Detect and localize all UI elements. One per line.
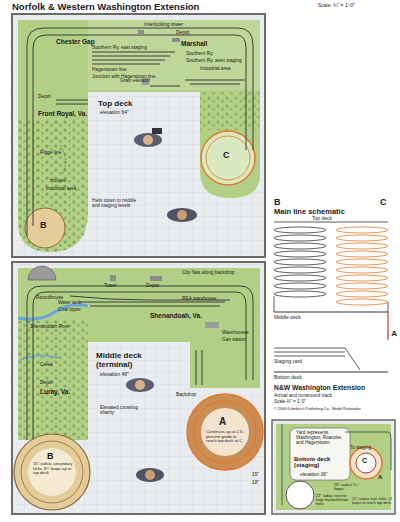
map-label: Depot [176, 30, 189, 35]
callout-letter: A [378, 474, 382, 480]
map-label: Bottom deck [274, 375, 302, 380]
map-label: Marshall [181, 40, 207, 47]
map-label: Water tank [58, 300, 81, 305]
map-label: City flats along backdrop [182, 270, 242, 275]
map-label: Industrial area [46, 186, 76, 191]
map-label: Coal tipple [58, 307, 81, 312]
map-label: Tower [104, 283, 117, 288]
map-label: Warehouses [222, 330, 249, 335]
map-label: elevation 36" [300, 472, 328, 477]
map-label: Front Royal, Va. [38, 110, 87, 117]
map-label: Shenandoah, Va. [150, 312, 202, 319]
callout-letter: B [274, 198, 281, 208]
callout-letter: C [362, 457, 367, 465]
map-label: elevation 48" [100, 372, 129, 377]
map-label: Main line schematic [274, 208, 345, 216]
map-label: Continues up at 2.5-percent grade to rea… [206, 430, 244, 444]
map-label: Houses [50, 178, 66, 183]
map-label: Roundhouse [36, 295, 63, 300]
map-label: Top deck [98, 100, 133, 109]
map-label: Top deck [312, 216, 332, 221]
callout-letter: A [219, 417, 226, 428]
map-label: Grain elevator [120, 78, 150, 83]
map-label: 22" radius reverse loop stacked below he… [316, 494, 352, 506]
map-label: To staging [350, 446, 371, 451]
map-label: Scale: ¼" = 1'-0" [318, 3, 396, 8]
callout-letter: B [47, 452, 54, 462]
map-label: 15" [252, 472, 259, 477]
map-label: Creek [40, 362, 53, 367]
map-label: Ridge line [40, 150, 61, 155]
map-label: elevation 64" [100, 110, 129, 115]
map-label: Shenandoah River [30, 324, 70, 329]
map-label: Industrial area [200, 66, 230, 71]
map-label: Staging yard [274, 359, 302, 364]
map-label: Middle deck [274, 315, 301, 320]
map-label: N&W Washington Extension [274, 384, 365, 391]
map-label: Helix down to middle and staging levels [92, 198, 142, 208]
map-label: Depot [40, 380, 53, 385]
plan-title: Norfolk & Western Washington Extension [12, 2, 199, 12]
map-label: Luray, Va. [40, 388, 70, 395]
callout-letter: A [391, 330, 397, 339]
map-label: REA warehouse [182, 296, 216, 301]
map-label: Hagerstown line [92, 67, 126, 72]
map-label: 15"-radius riser helix, 11 loops to reac… [352, 497, 394, 505]
map-label: Yard represents Washington, Roanoke, and… [296, 431, 346, 446]
map-label: Southern Ry. [186, 51, 214, 56]
map-label: Scale ⅛" = 1'-0" [274, 400, 306, 405]
map-label: Backdrop [176, 392, 196, 397]
map-label: Southern Ry. west staging [186, 58, 242, 63]
map-label: Chester Gap [56, 38, 95, 45]
map-label: Gas station [222, 337, 246, 342]
map-label: Interlocking tower [144, 22, 183, 27]
map-label: 18"-radius 5½ loops [334, 483, 362, 492]
callout-letter: C [380, 198, 387, 208]
map-label: Elevated crossing shanty [100, 405, 150, 415]
map-label: 18" [252, 480, 259, 485]
map-label: 15"-radius secondary helix, 8½ loops up … [33, 462, 73, 476]
map-label: Bottom deck (staging) [294, 456, 350, 469]
map-label: Arrival and runaround track [274, 393, 332, 398]
callout-letter: C [223, 151, 230, 161]
map-label: © 2006 Kalmbach Publishing Co., Model Ra… [274, 407, 394, 411]
map-label: Middle deck (terminal) [96, 352, 176, 369]
map-label: Depot [146, 283, 159, 288]
callout-letter: B [40, 221, 47, 231]
map-label: Depot [38, 94, 51, 99]
map-label: Southern Ry. east staging [92, 45, 147, 50]
